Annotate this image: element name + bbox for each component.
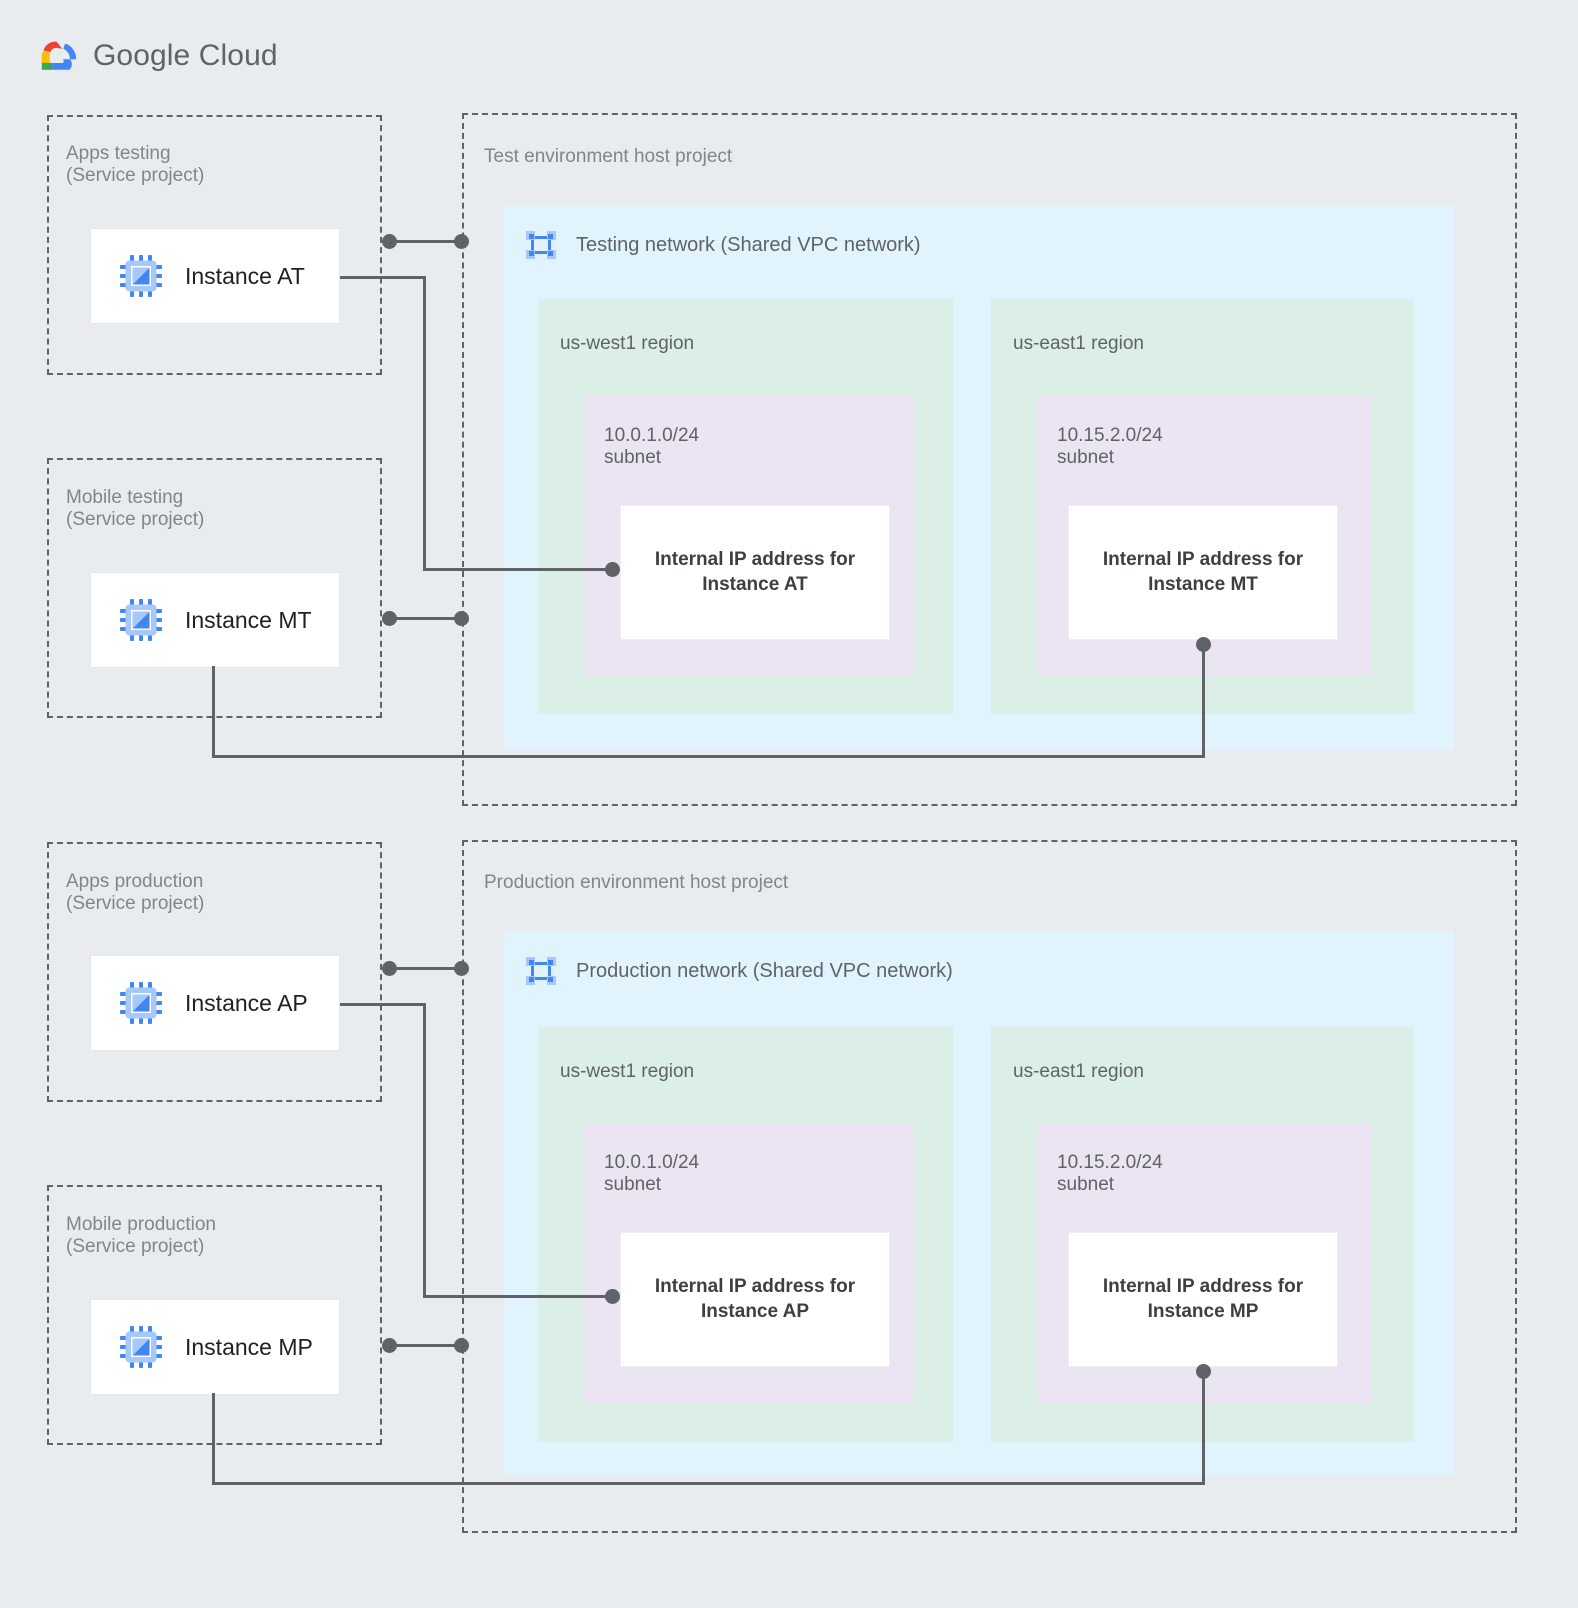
service-project-apps-testing (47, 115, 382, 375)
ip-box-instance-ap-label: Internal IP address for Instance AP (654, 1275, 856, 1322)
subnet-10-0-1-0-prod-label: 10.0.1.0/24 subnet (604, 1152, 700, 1196)
vm-chip-icon (120, 982, 162, 1024)
connector-apps-testing-to-host (389, 240, 461, 243)
host-project-test-env-label: Test environment host project (484, 146, 733, 167)
vpc-network-icon (526, 231, 556, 259)
connector-ap-seg3 (423, 1295, 613, 1298)
instance-card-mp[interactable]: Instance MP (90, 1299, 340, 1395)
logo-text-cloud: Cloud (198, 39, 278, 72)
connector-mp-seg3 (1202, 1371, 1205, 1484)
subnet-10-15-2-0-prod-label: 10.15.2.0/24 subnet (1057, 1152, 1163, 1196)
connector-dot-prod-host-in-2 (454, 1338, 469, 1353)
connector-at-seg2 (423, 276, 426, 571)
connector-mt-seg1 (212, 666, 215, 758)
google-cloud-logo: Google Cloud (33, 36, 278, 76)
vm-chip-icon (120, 599, 162, 641)
connector-dot-prod-host-in-1 (454, 961, 469, 976)
connector-mt-seg3 (1202, 644, 1205, 757)
ip-box-instance-mt-label: Internal IP address for Instance MT (1102, 548, 1304, 595)
region-us-east1-test-label: us-east1 region (1013, 333, 1144, 354)
host-project-production-env-label: Production environment host project (484, 872, 789, 893)
vm-chip-icon (120, 1326, 162, 1368)
connector-mobile-production-to-host (389, 1344, 461, 1347)
connector-at-seg3 (423, 568, 613, 571)
ip-box-instance-mp: Internal IP address for Instance MP (1068, 1232, 1338, 1367)
ip-box-instance-mt: Internal IP address for Instance MT (1068, 505, 1338, 640)
ip-box-instance-at-label: Internal IP address for Instance AT (654, 548, 856, 595)
vpc-network-icon (526, 957, 556, 985)
vm-chip-icon (120, 255, 162, 297)
testing-network-header: Testing network (Shared VPC network) (522, 226, 921, 264)
connector-apps-production-to-host (389, 967, 461, 970)
connector-dot-ip-mp (1196, 1364, 1211, 1379)
production-network-title: Production network (Shared VPC network) (576, 959, 953, 982)
connector-dot-ip-mt (1196, 637, 1211, 652)
logo-text-google: Google (93, 39, 191, 72)
host-project-production-env (462, 840, 1517, 1533)
ip-box-instance-at: Internal IP address for Instance AT (620, 505, 890, 640)
service-project-apps-production (47, 842, 382, 1102)
service-project-apps-production-label: Apps production (Service project) (66, 871, 205, 915)
ip-box-instance-ap: Internal IP address for Instance AP (620, 1232, 890, 1367)
instance-card-ap[interactable]: Instance AP (90, 955, 340, 1051)
service-project-apps-testing-label: Apps testing (Service project) (66, 143, 205, 187)
testing-network-title: Testing network (Shared VPC network) (576, 233, 921, 256)
service-project-mobile-testing-label: Mobile testing (Service project) (66, 487, 205, 531)
connector-dot-ip-ap (605, 1289, 620, 1304)
ip-box-instance-mp-label: Internal IP address for Instance MP (1102, 1275, 1304, 1322)
region-us-east1-prod-label: us-east1 region (1013, 1061, 1144, 1082)
connector-at-seg1 (340, 276, 426, 279)
logo-text: Google Cloud (93, 39, 278, 73)
subnet-10-15-2-0-test-label: 10.15.2.0/24 subnet (1057, 425, 1163, 469)
connector-ap-seg2 (423, 1003, 426, 1298)
connector-ap-seg1 (340, 1003, 426, 1006)
connector-dot-ip-at (605, 562, 620, 577)
connector-mp-seg1 (212, 1393, 215, 1485)
connector-dot-test-host-in-1 (454, 234, 469, 249)
instance-card-mt[interactable]: Instance MT (90, 572, 340, 668)
host-project-test-env (462, 113, 1517, 806)
connector-mt-seg2 (212, 755, 1205, 758)
subnet-10-0-1-0-test-label: 10.0.1.0/24 subnet (604, 425, 700, 469)
google-cloud-logo-icon (41, 41, 77, 70)
instance-name-mt: Instance MT (185, 606, 312, 633)
connector-mp-seg2 (212, 1482, 1205, 1485)
region-us-west1-test-label: us-west1 region (560, 333, 695, 354)
instance-card-at[interactable]: Instance AT (90, 228, 340, 324)
region-us-west1-prod-label: us-west1 region (560, 1061, 695, 1082)
service-project-mobile-production-label: Mobile production (Service project) (66, 1214, 216, 1258)
instance-name-ap: Instance AP (185, 989, 308, 1016)
connector-mobile-testing-to-host (389, 617, 461, 620)
instance-name-at: Instance AT (185, 262, 305, 289)
instance-name-mp: Instance MP (185, 1333, 313, 1360)
production-network-header: Production network (Shared VPC network) (522, 952, 953, 990)
connector-dot-test-host-in-2 (454, 611, 469, 626)
